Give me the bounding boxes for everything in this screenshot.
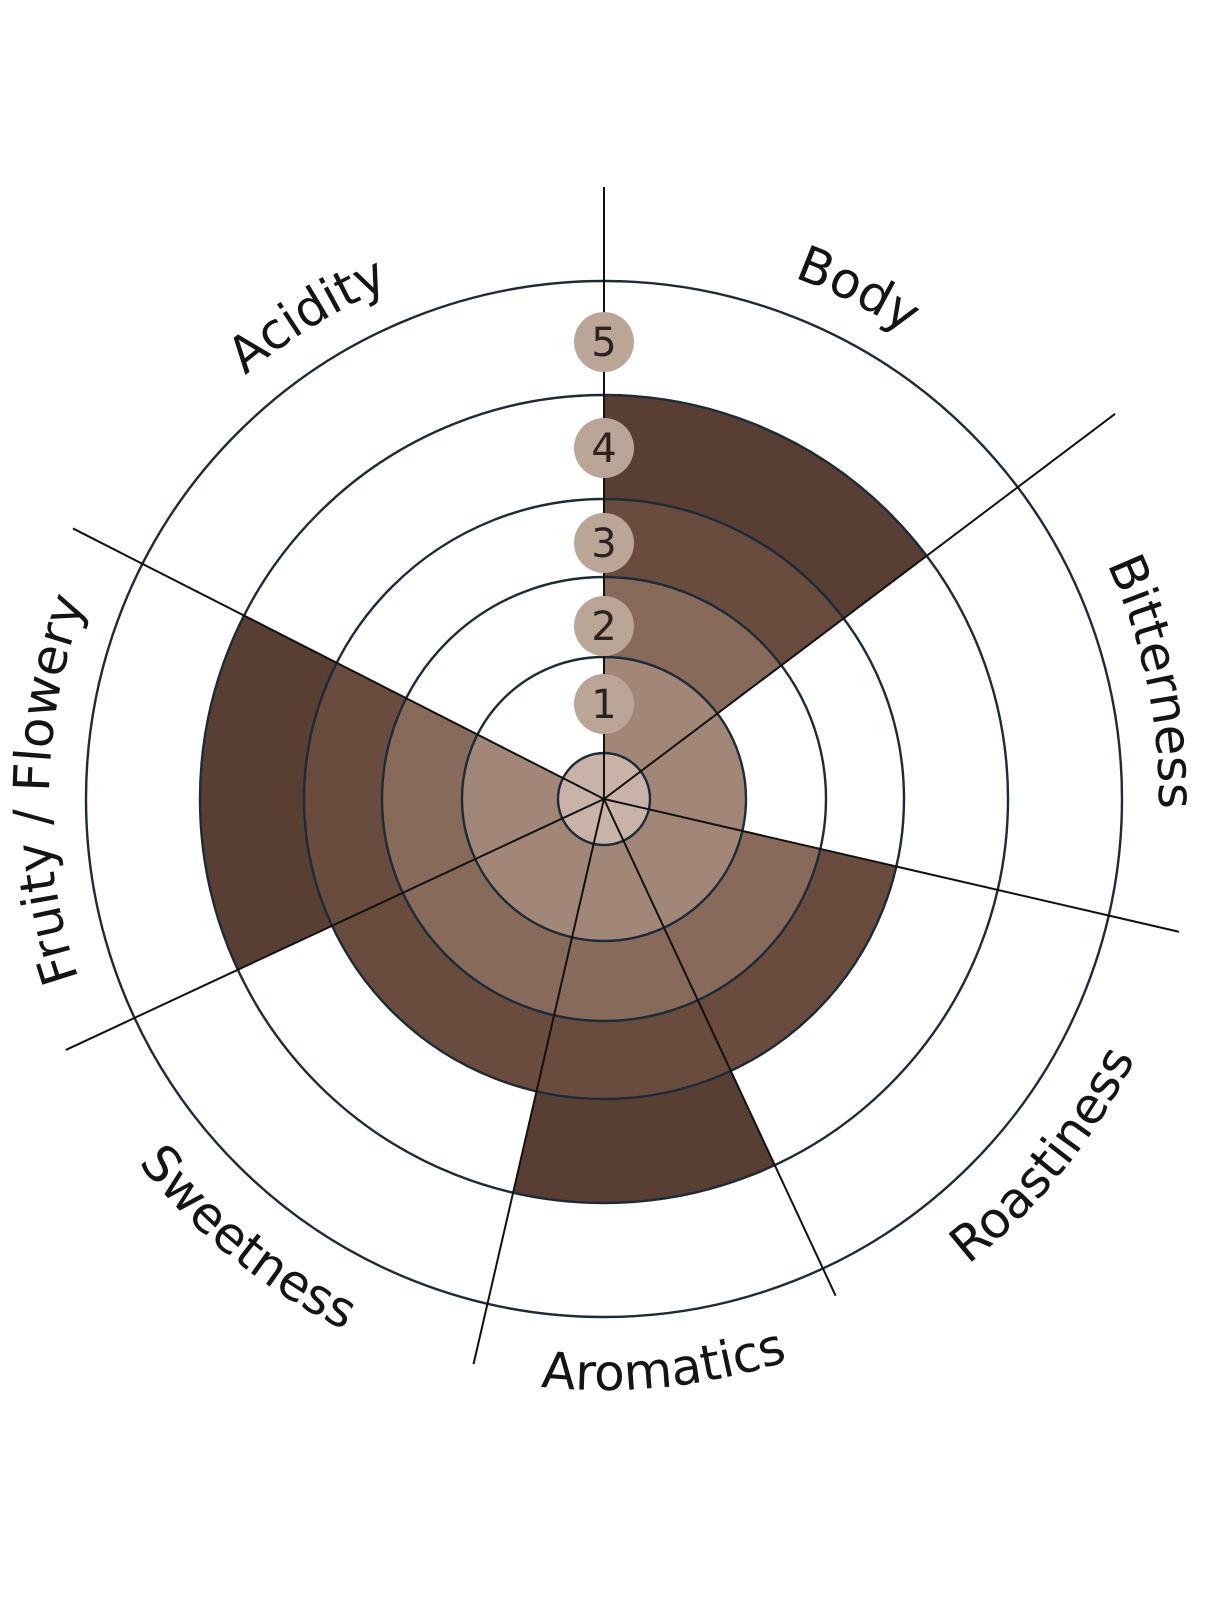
scale-label-1: 1	[591, 682, 616, 728]
scale-label-3: 3	[591, 521, 616, 567]
category-label-body: Body	[789, 234, 930, 343]
category-label-aromatics-text: Aromatics	[540, 1317, 792, 1402]
spoke-5	[472, 798, 605, 1365]
sector-body-level-2	[604, 577, 782, 714]
scale-label-4: 4	[591, 426, 616, 472]
sector-fruity-flowery-level-2	[382, 698, 478, 893]
category-label-fruity-flowery: Fruity / Flowery	[3, 586, 97, 992]
category-label-roastiness-text: Roastiness	[939, 1037, 1146, 1274]
sector-fruity-flowery-level-4	[200, 615, 337, 970]
sector-layer	[200, 395, 927, 1204]
category-label-acidity-text: Acidity	[217, 245, 395, 385]
spoke-layer	[65, 187, 1180, 1365]
sector-sweetness-level-2	[402, 859, 573, 1016]
spoke-7	[72, 527, 605, 800]
spoke-4	[603, 798, 837, 1297]
category-label-sweetness: Sweetness	[129, 1134, 366, 1341]
category-label-bitterness-text: Bitterness	[1096, 546, 1205, 809]
category-label-bitterness: Bitterness	[1096, 546, 1205, 809]
category-label-aromatics: Aromatics	[540, 1317, 792, 1402]
scale-badge-4	[574, 418, 634, 478]
scale-badge-5	[574, 312, 634, 372]
sector-roastiness-level-2	[664, 830, 821, 1001]
sector-aromatics-level-1	[572, 840, 665, 941]
category-label-roastiness: Roastiness	[939, 1037, 1146, 1274]
sector-roastiness-level-1	[623, 809, 743, 928]
scale-badge-3	[574, 513, 634, 573]
sector-body-level-4	[604, 395, 927, 619]
sector-fruity-flowery-level-3	[304, 662, 407, 926]
scale-badge-2	[574, 596, 634, 656]
sector-aromatics-level-2	[554, 927, 698, 1022]
spoke-3	[603, 798, 1180, 933]
sector-roastiness-level-3	[697, 848, 897, 1071]
scale-badge-layer: 1 2 3 4 5	[574, 312, 634, 734]
sector-sweetness-level-1	[475, 818, 594, 938]
category-label-acidity: Acidity	[217, 245, 395, 385]
category-label-sweetness-text: Sweetness	[129, 1134, 366, 1341]
spoke-6	[65, 798, 605, 1051]
scale-badge-1	[574, 674, 634, 734]
category-label-fruity-flowery-text: Fruity / Flowery	[3, 586, 97, 992]
sector-aromatics-level-3	[536, 1000, 731, 1100]
sector-sweetness-level-3	[332, 892, 555, 1092]
scale-label-2: 2	[591, 604, 616, 650]
sector-bitterness-level-1	[640, 713, 746, 831]
scale-label-5: 5	[591, 320, 616, 366]
category-label-body-text: Body	[789, 234, 930, 343]
sector-aromatics-level-4	[513, 1070, 775, 1204]
spoke-2	[603, 413, 1116, 800]
sector-body-level-3	[604, 499, 844, 666]
